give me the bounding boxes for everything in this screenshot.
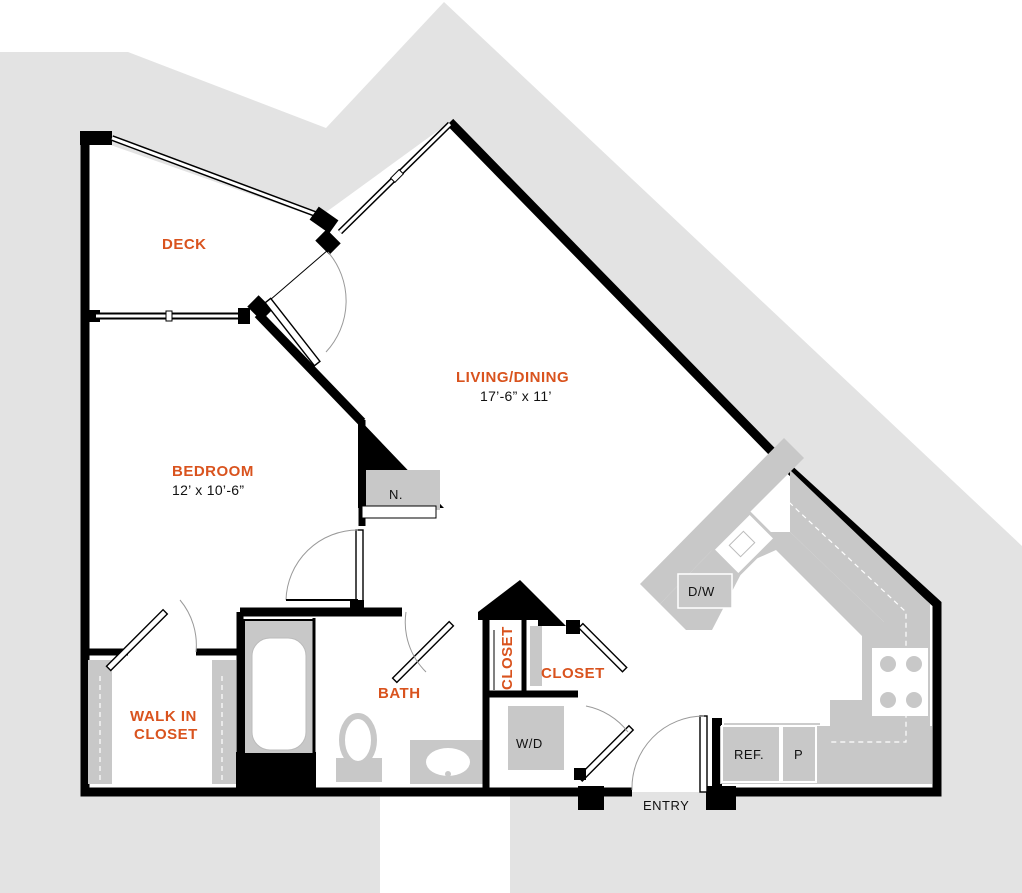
closet-vertical-label: CLOSET: [499, 626, 516, 690]
walk-in-closet-label-line1: WALK IN: [130, 708, 197, 725]
bedroom-label: BEDROOM: [172, 463, 254, 480]
bedroom-window: [96, 308, 250, 324]
laundry-door[interactable]: [574, 705, 635, 782]
deck-window: [110, 135, 339, 234]
closet-door[interactable]: [577, 622, 628, 673]
bath-door[interactable]: [391, 611, 455, 684]
bath-label: BATH: [378, 685, 421, 702]
refrigerator-label: REF.: [734, 747, 764, 762]
closet-block: W/D: [478, 580, 580, 792]
bedroom-dimensions: 12’ x 10’-6”: [172, 482, 244, 498]
room-labels: DECK LIVING/DINING 17’-6” x 11’ BEDROOM …: [130, 236, 689, 813]
living-dining-dimensions: 17’-6” x 11’: [480, 388, 552, 404]
walk-in-closet-door[interactable]: [105, 599, 197, 672]
living-window: [315, 121, 453, 255]
bedroom-diagonal-wall: N.: [254, 310, 444, 526]
entry-door[interactable]: [631, 715, 722, 793]
living-dining-label: LIVING/DINING: [456, 369, 569, 386]
pantry-label: P: [794, 747, 803, 762]
kitchen: D/W REF. P: [640, 438, 932, 784]
deck-door[interactable]: [247, 249, 347, 367]
closet-label: CLOSET: [541, 665, 605, 682]
deck-label: DECK: [162, 236, 207, 253]
walk-in-closet-label-line2: CLOSET: [134, 726, 198, 743]
walk-in-closet: [88, 648, 238, 784]
nook-label: N.: [389, 487, 403, 502]
bath: [236, 607, 486, 792]
dishwasher-label: D/W: [688, 584, 715, 599]
washer-dryer-label: W/D: [516, 736, 543, 751]
entry-label: ENTRY: [643, 798, 689, 813]
